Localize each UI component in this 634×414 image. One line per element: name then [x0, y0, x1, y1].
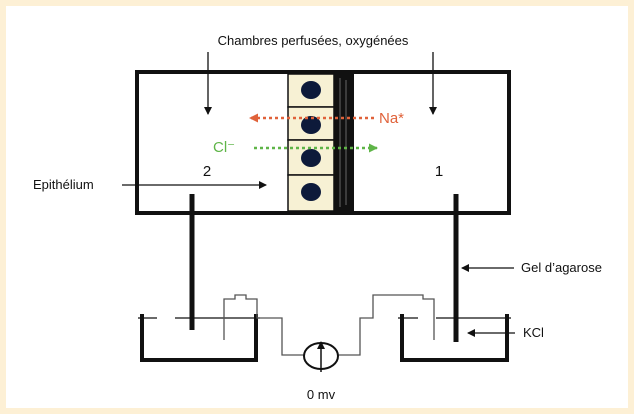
cell-nucleus — [301, 116, 321, 134]
chambers-label: Chambres perfusées, oxygénées — [218, 33, 409, 48]
cell-nucleus — [301, 183, 321, 201]
voltmeter — [303, 341, 339, 372]
chamber-1-number: 1 — [435, 163, 443, 180]
left-electrode-wire — [223, 294, 304, 356]
epithelial-cells — [287, 73, 354, 212]
cell-nucleus — [301, 149, 321, 167]
kcl-label: KCl — [523, 325, 544, 340]
epithelium-label: Epithélium — [33, 177, 94, 192]
cell-nucleus — [301, 81, 321, 99]
chloride-label: Cl⁻ — [213, 139, 235, 156]
chamber-box — [135, 70, 511, 215]
brush-border — [334, 74, 354, 211]
right-electrode-wire — [338, 294, 435, 356]
sodium-label: Na* — [379, 110, 404, 127]
agarose-gel-label: Gel d’agarose — [521, 260, 602, 275]
right-beaker — [398, 314, 511, 362]
chamber-2-number: 2 — [203, 163, 211, 180]
voltage-reading: 0 mv — [307, 387, 336, 402]
left-beaker — [138, 314, 260, 362]
